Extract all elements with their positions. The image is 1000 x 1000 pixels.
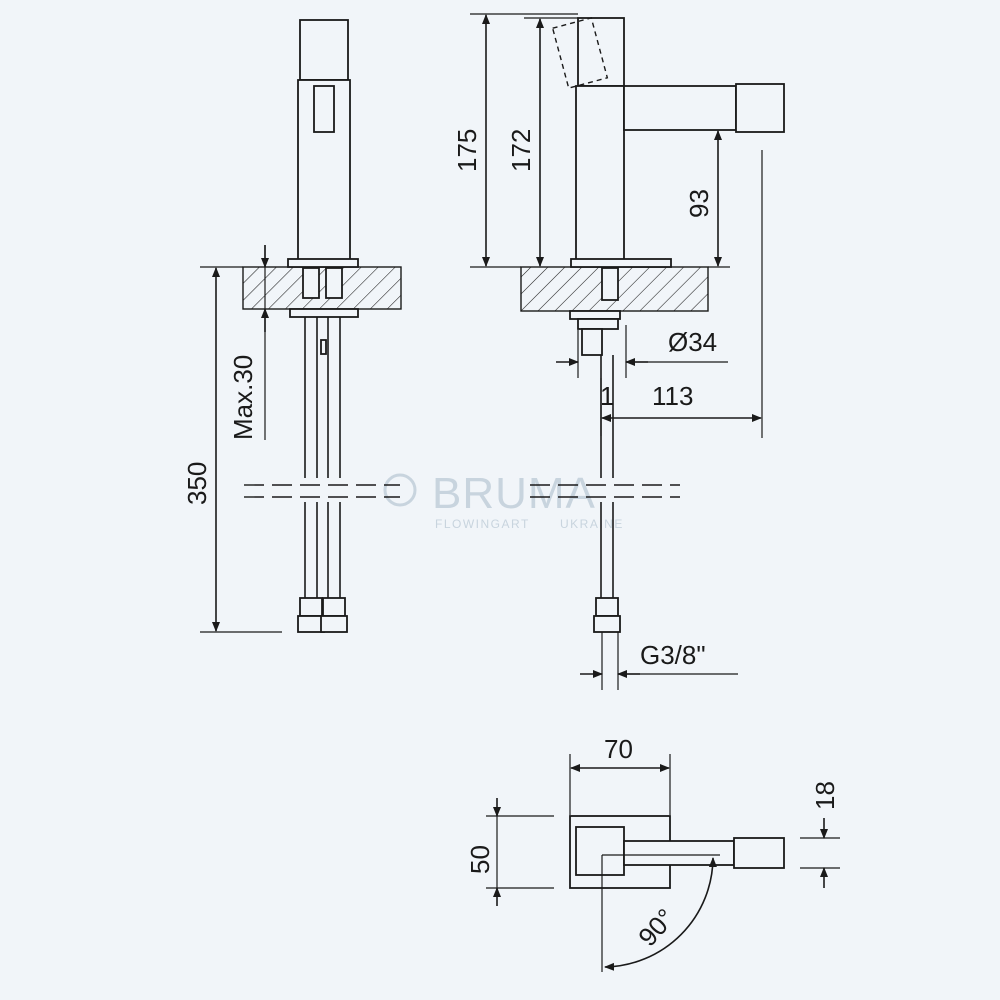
side-fixing-nut bbox=[569, 310, 621, 320]
front-view: Max.30 350 bbox=[182, 19, 402, 633]
dim-overall-height-label: 175 bbox=[452, 129, 482, 172]
watermark-drop-icon bbox=[383, 473, 417, 507]
dim-body-height: 172 bbox=[506, 17, 578, 267]
dim-width-label: 70 bbox=[604, 734, 633, 764]
dim-thread: G3/8" bbox=[580, 632, 738, 690]
front-handle bbox=[299, 19, 349, 81]
dim-overall-height: 175 bbox=[452, 13, 578, 268]
dim-depth: 50 bbox=[465, 798, 554, 906]
dim-spout-height: 93 bbox=[684, 130, 730, 268]
front-hose-fitting-right bbox=[325, 267, 343, 299]
dim-spout-section: 18 bbox=[800, 781, 840, 888]
front-hose-clip bbox=[320, 339, 327, 355]
dim-spout-reach-label: 113 bbox=[652, 381, 693, 411]
dim-mounting-max-label: Max.30 bbox=[228, 355, 258, 440]
front-base-plate bbox=[287, 258, 359, 268]
dim-offset-label: 1 bbox=[600, 381, 614, 411]
front-hose-fitting-left bbox=[302, 267, 320, 299]
top-handle bbox=[575, 826, 625, 876]
front-hose-nut-right bbox=[322, 597, 346, 617]
side-base-plate bbox=[570, 258, 672, 268]
watermark-brand-name: BRUMA bbox=[432, 469, 596, 518]
side-hose-fitting bbox=[601, 267, 619, 301]
dim-depth-label: 50 bbox=[465, 845, 495, 874]
side-spout bbox=[623, 85, 737, 131]
top-spout bbox=[623, 840, 735, 866]
watermark: BRUMA FLOWINGART UKRAINE bbox=[383, 469, 624, 531]
watermark-tagline: FLOWINGART bbox=[435, 517, 530, 531]
side-body bbox=[575, 85, 625, 261]
dim-rotation-label: 90° bbox=[632, 903, 681, 952]
watermark-region: UKRAINE bbox=[560, 517, 624, 531]
front-countertop-section bbox=[242, 266, 402, 310]
front-cartridge-slot bbox=[313, 85, 335, 133]
side-spout-tip bbox=[735, 83, 785, 133]
side-handle-rotated-position bbox=[551, 17, 609, 89]
dim-base-diameter-label: Ø34 bbox=[668, 327, 717, 357]
front-fixing-nut bbox=[289, 308, 359, 318]
side-hose-nut bbox=[595, 597, 619, 617]
dim-hose-length: 350 bbox=[182, 266, 282, 633]
dim-base-diameter: Ø34 bbox=[556, 325, 728, 378]
front-hose-nut-left bbox=[299, 597, 323, 617]
dim-hose-length-label: 350 bbox=[182, 462, 212, 505]
dim-spout-reach: 1 113 bbox=[600, 378, 762, 436]
dim-spout-section-label: 18 bbox=[810, 781, 840, 810]
dim-width: 70 bbox=[569, 734, 671, 815]
top-spout-tip bbox=[733, 837, 785, 869]
top-view: 70 50 18 90° bbox=[465, 734, 840, 972]
side-view: 175 172 93 Ø34 1 113 bbox=[452, 13, 785, 690]
dim-thread-label: G3/8" bbox=[640, 640, 706, 670]
dim-body-height-label: 172 bbox=[506, 129, 536, 172]
dim-spout-height-label: 93 bbox=[684, 189, 714, 218]
dim-mounting-max: Max.30 bbox=[228, 245, 269, 440]
